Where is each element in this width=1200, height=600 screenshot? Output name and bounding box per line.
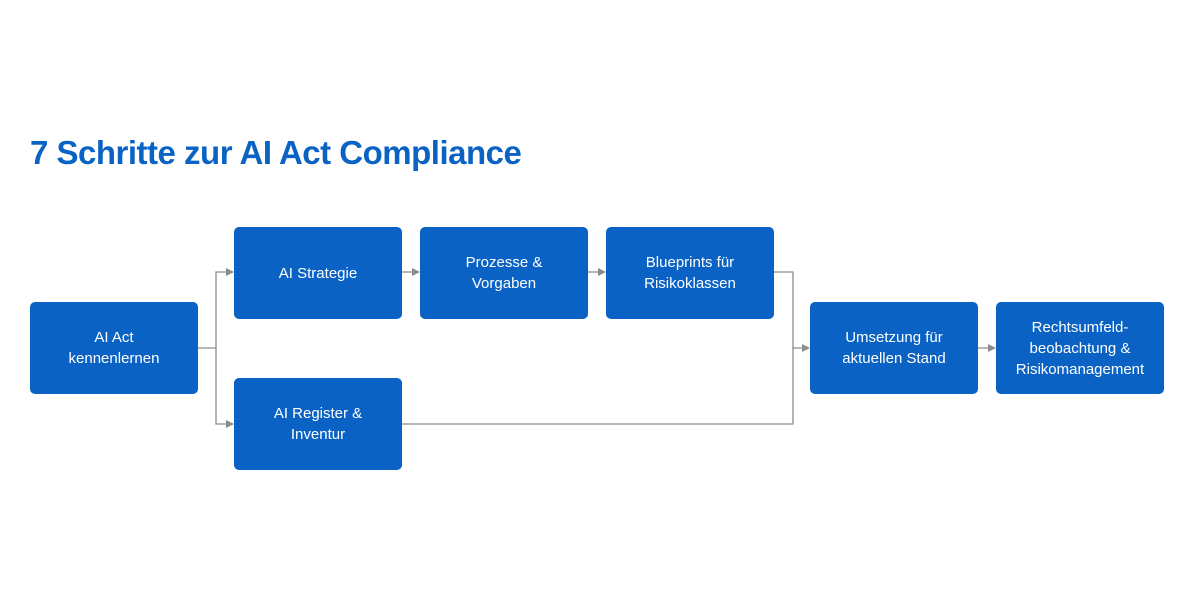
step-umsetzung-aktueller-stand: Umsetzung für aktuellen Stand xyxy=(810,302,978,394)
step-blueprints-risikoklassen: Blueprints für Risikoklassen xyxy=(606,227,774,319)
connector-register-umsetzung xyxy=(402,348,794,425)
step-ai-act-kennenlernen: AI Act kennenlernen xyxy=(30,302,198,394)
connector-blueprints-umsetzung xyxy=(774,271,810,352)
connector-kennenlernen-strategie xyxy=(198,268,234,349)
step-prozesse-vorgaben: Prozesse & Vorgaben xyxy=(420,227,588,319)
connector-kennenlernen-register xyxy=(215,348,234,428)
step-ai-register-inventur: AI Register & Inventur xyxy=(234,378,402,470)
step-rechtsumfeld-risikomanagement: Rechtsumfeld- beobachtung & Risikomanage… xyxy=(996,302,1164,394)
step-ai-strategie: AI Strategie xyxy=(234,227,402,319)
page-title: 7 Schritte zur AI Act Compliance xyxy=(30,134,522,171)
